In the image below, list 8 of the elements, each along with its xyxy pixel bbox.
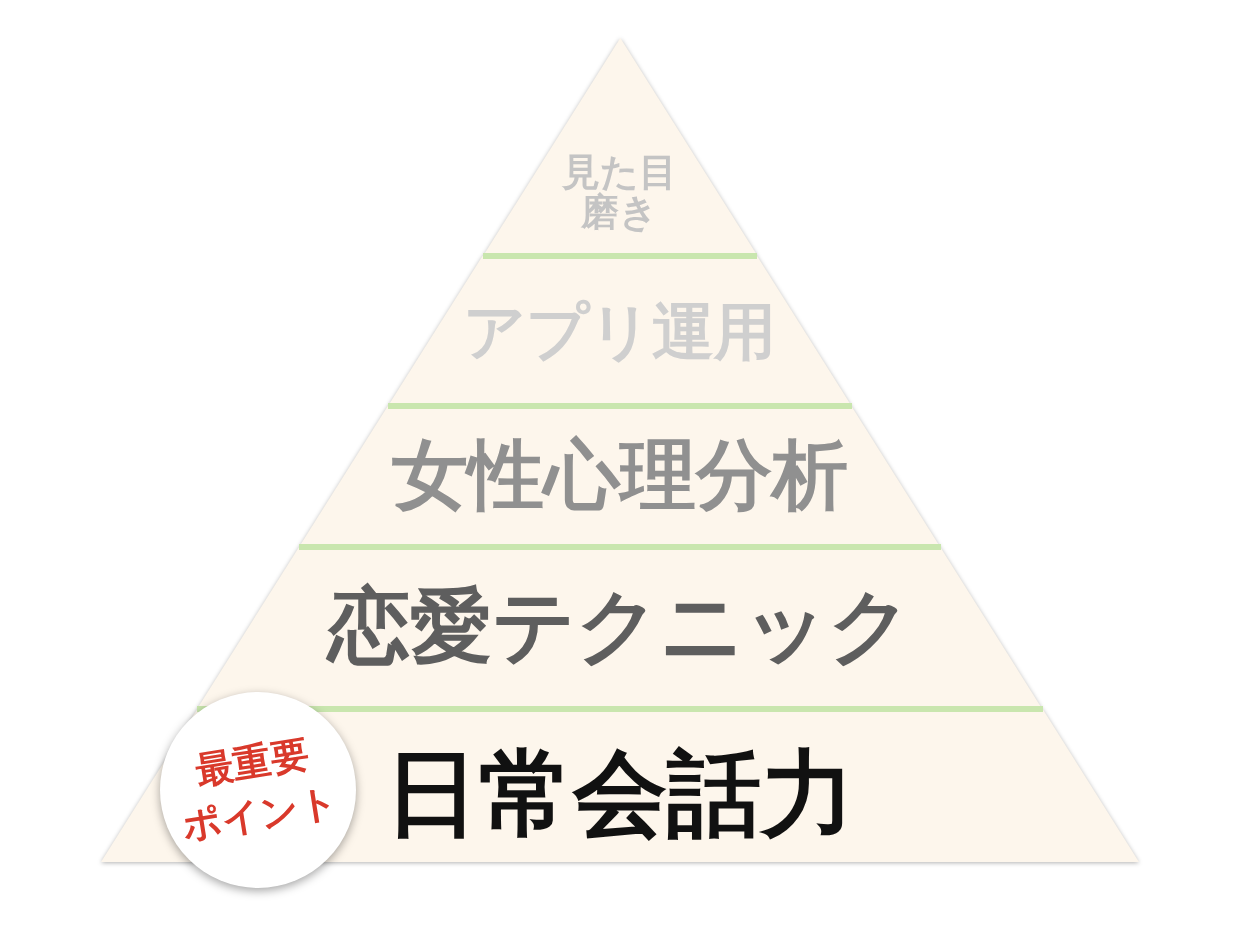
tier-label: 恋愛テクニック	[328, 584, 912, 668]
pyramid-tier	[299, 406, 941, 547]
pyramid-tier	[388, 256, 852, 406]
tier-label: 日常会話力	[385, 746, 855, 842]
pyramid-tier	[197, 547, 1043, 709]
tier-label: 女性心理分析	[392, 436, 848, 514]
pyramid-tier	[482, 38, 758, 256]
tier-label: 見た目磨き	[561, 152, 679, 232]
